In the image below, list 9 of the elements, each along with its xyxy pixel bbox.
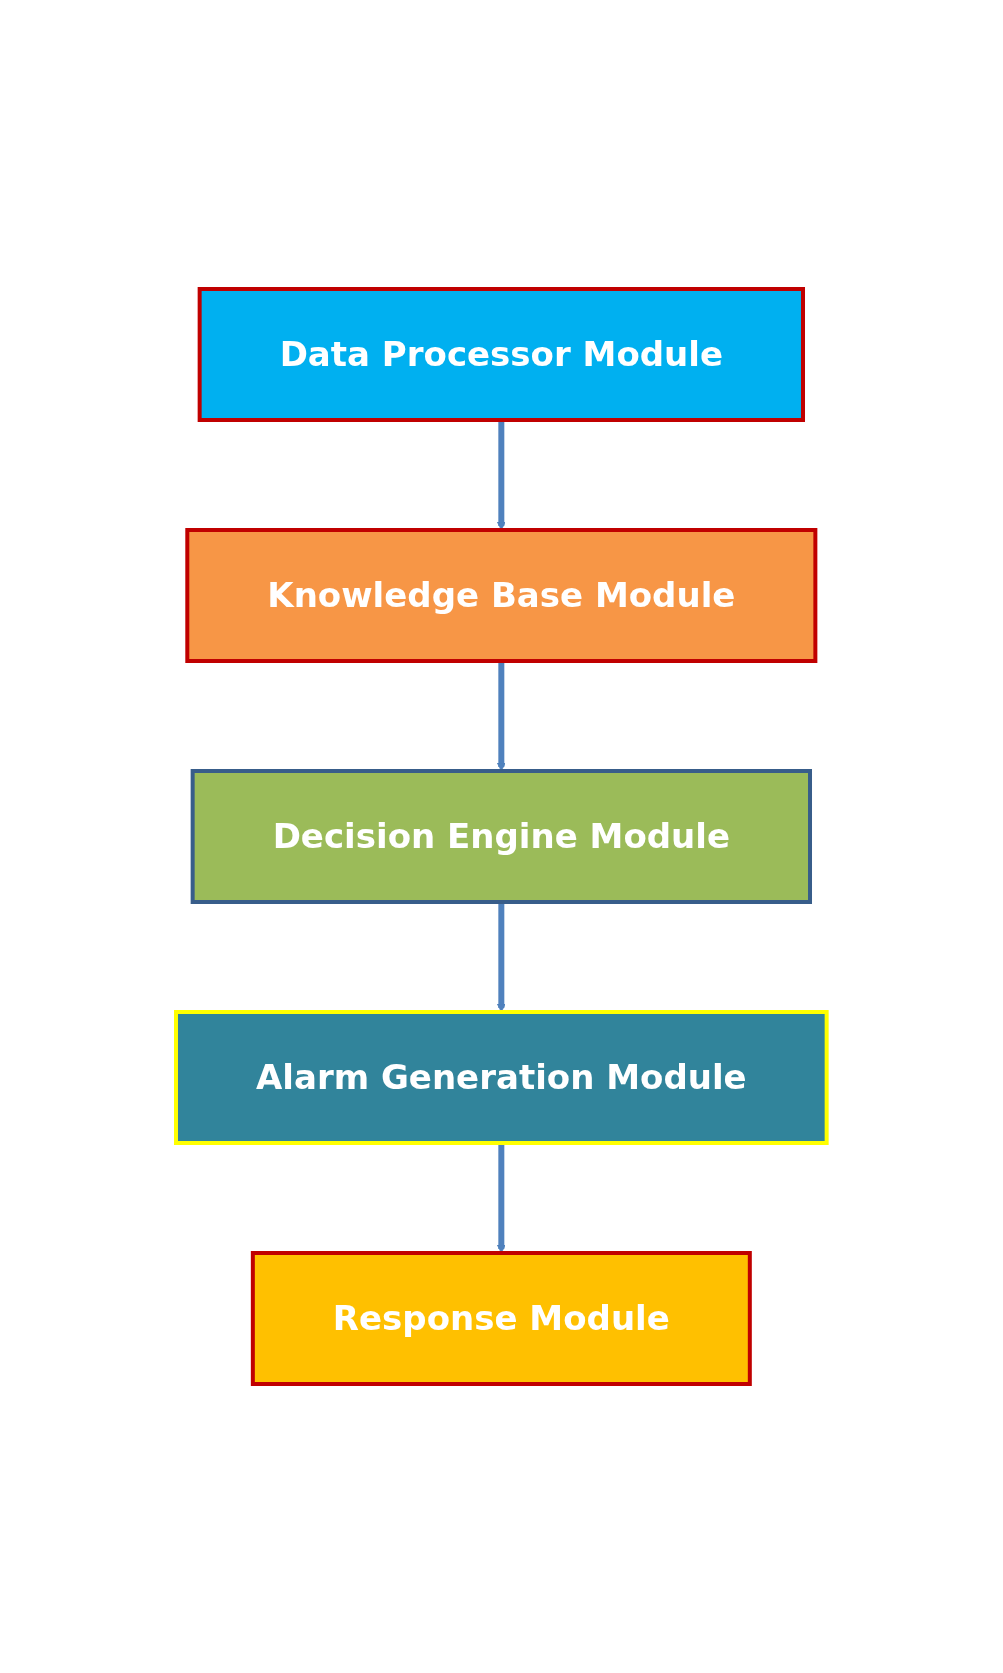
node-box: Response Module [251,1251,752,1386]
node-box: Decision Engine Module [190,769,813,904]
node-box: Data Processor Module [197,287,806,422]
arrow [497,902,506,1013]
arrow [497,420,506,531]
arrow [497,1143,506,1254]
node-box: Knowledge Base Module [185,528,818,663]
arrow [497,661,506,772]
node-box: Alarm Generation Module [174,1010,829,1145]
